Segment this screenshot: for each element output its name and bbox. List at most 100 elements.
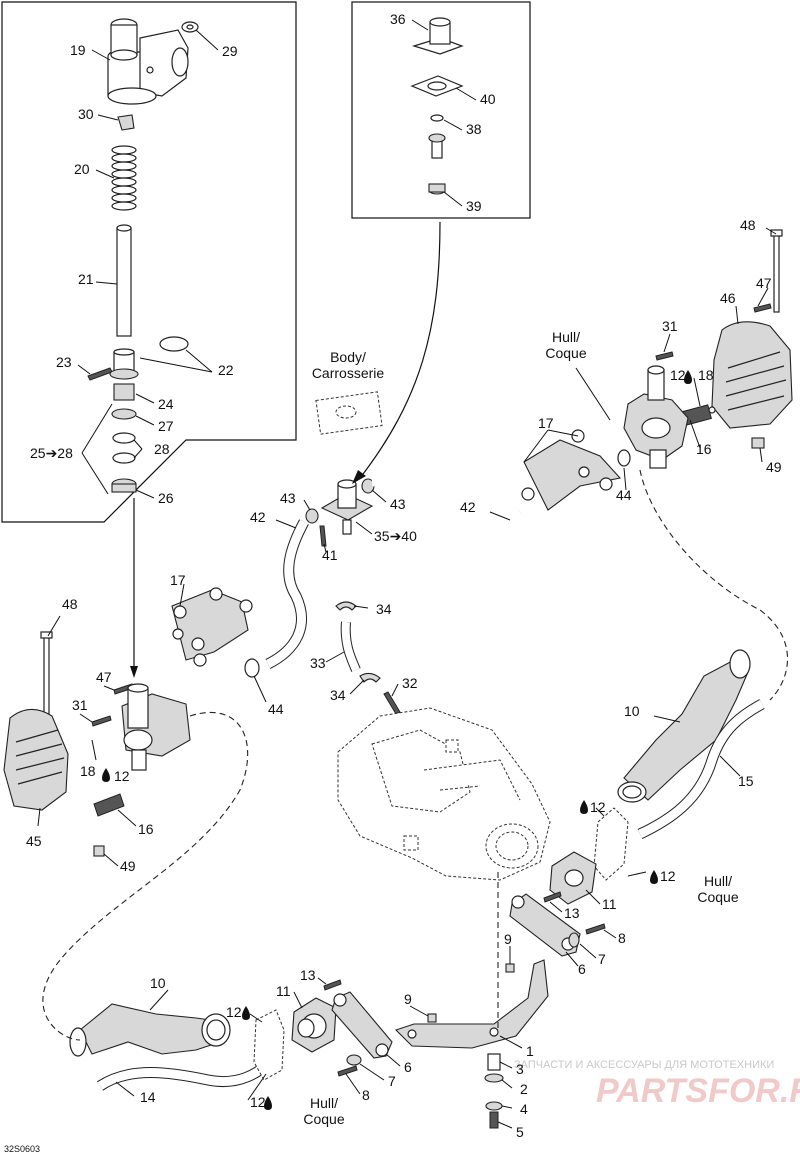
part-41-screw [319,525,327,547]
callout-5: 5 [516,1124,524,1140]
inset-frame-left [1,1,297,523]
part-19-housing [107,18,189,105]
part-45-nozzle-left [3,708,69,811]
part-5-bolt [489,1111,499,1129]
arrow-line-inset-right [359,221,441,479]
part-48-bolt-top [770,229,783,313]
part-28-ring-a [112,432,136,444]
callout-27: 27 [158,418,174,434]
part-49-nut-top [751,437,765,449]
watermark-logo: PARTSFOR.RU [596,1072,800,1110]
caption-body-line2: Carrosserie [312,365,385,381]
part-13-screw-left [323,979,342,991]
part-44-ring-top [617,449,631,467]
callout-13-left: 13 [300,967,316,983]
part-40-gasket [410,75,464,97]
dashed-path-left [42,711,249,1041]
callout-44-top: 44 [616,487,632,503]
pump-housing-ghost [337,707,551,881]
callout-20: 20 [74,161,90,177]
part-17-linkage-mid [171,587,253,667]
part-31-screw-top [655,351,674,361]
callout-6-left: 6 [404,1059,412,1075]
callout-9-left: 9 [404,991,412,1007]
callout-48-top: 48 [740,217,756,233]
part-35-cable-guide [320,479,374,535]
part-21-shaft [116,224,132,337]
callout-42-right: 42 [460,499,476,515]
callout-12-left-a: 12 [226,1004,242,1020]
callout-42-left: 42 [250,509,266,525]
part-7-washer-left [346,1054,362,1066]
callout-8-right: 8 [618,930,626,946]
callout-24: 24 [158,396,174,412]
callout-32: 32 [402,675,418,691]
callout-9-right: 9 [504,931,512,947]
part-36-housing [411,17,464,55]
part-34-clamp-bottom [359,672,381,683]
callout-21: 21 [78,271,94,287]
drop-icon-top [684,370,692,384]
part-26-nut [111,478,137,493]
callout-43-left: 43 [280,490,296,506]
part-9-nut-left [427,1013,437,1023]
part-11-housing-left [121,683,191,771]
drop-icon-right-a [580,800,588,814]
part-8-screw-left [337,1065,358,1077]
hull-gasket-right [593,807,629,881]
callout-47-left: 47 [96,669,112,685]
callout-16-top: 16 [696,441,712,457]
part-22-oring [159,336,189,352]
callout-44-mid: 44 [268,701,284,717]
part-3-spacer [487,1053,501,1071]
callout-12-right-a: 12 [590,799,606,815]
part-28-ring-b [112,452,136,464]
caption-hull-right-line2: Coque [697,889,738,905]
callout-22: 22 [218,362,234,378]
part-20-spring [111,145,137,211]
callout-39: 39 [466,198,482,214]
callout-28: 28 [154,441,170,457]
callout-38: 38 [466,121,482,137]
part-16-pin-left [93,793,125,817]
callout-4: 4 [520,1101,528,1117]
callout-29: 29 [222,43,238,59]
callout-7-right: 7 [598,951,606,967]
callout-10-right: 10 [624,703,640,719]
part-24-spline [113,383,135,401]
callout-43-right: 43 [390,496,406,512]
callout-3: 3 [516,1061,524,1077]
callout-6-right: 6 [578,961,586,977]
callout-11-left: 11 [276,983,291,999]
callout-17-top: 17 [538,415,554,431]
part-37-shaft [428,133,446,159]
drop-icon-left-b [264,1096,272,1110]
part-43-nut-left [305,508,319,524]
part-27-seal [111,408,137,420]
caption-hull-top-line1: Hull/ [552,329,580,345]
callout-48-left: 48 [62,596,78,612]
callout-13-right: 13 [564,905,580,921]
callout-47-top: 47 [756,275,772,291]
part-13-screw-right [543,891,562,903]
part-39-nut [428,183,446,195]
part-48-bolt-left [40,631,53,715]
part-7-washer-right [568,932,580,948]
callout-7-left: 7 [388,1073,396,1089]
callout-2: 2 [520,1081,528,1097]
part-23-screw [87,367,113,381]
part-1-bracket [394,959,549,1049]
part-11-housing-top [623,365,689,469]
part-6-lever-left [331,991,393,1059]
captions: Body/ Carrosserie Hull/ Coque Hull/ Coqu… [303,329,738,1127]
drawing-reference-code: 32S0603 [4,1144,40,1154]
part-31-screw-left [91,715,112,727]
leader-lines [37,19,777,1129]
callout-14: 14 [140,1089,156,1105]
part-8-screw-right [585,923,606,935]
part-4-washer [485,1101,503,1111]
callout-17-mid: 17 [170,572,186,588]
callout-12-top: 12 [670,367,686,383]
watermark-text: ЗАПЧАСТИ И АКСЕССУАРЫ ДЛЯ МОТОТЕХНИКИ [514,1059,774,1071]
part-49-nut-left [93,845,105,857]
